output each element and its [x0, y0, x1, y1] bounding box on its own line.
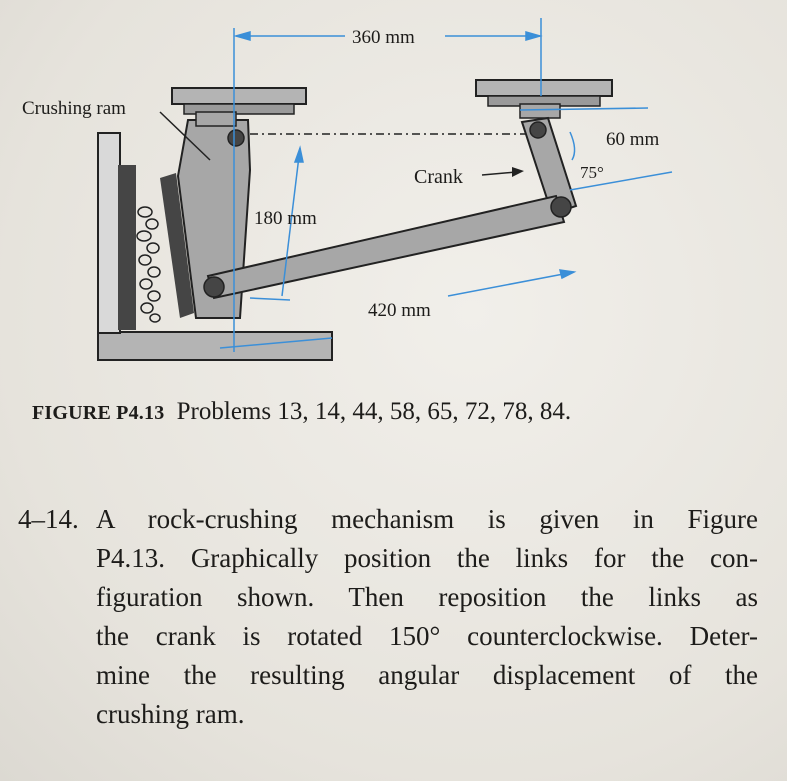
pins [203, 121, 572, 298]
fixed-jaw [118, 165, 136, 330]
base-plate [97, 331, 333, 361]
crushing-ram [176, 119, 252, 319]
problem-statement: 4–14. A rock-crushing mechanism is given… [18, 500, 758, 734]
label-75deg: 75° [580, 163, 604, 182]
label-360mm: 360 mm [352, 27, 415, 48]
figure-caption-text: Problems 13, 14, 44, 58, 65, 72, 78, 84. [176, 398, 572, 425]
left-wall [97, 132, 121, 334]
label-crushing-ram: Crushing ram [22, 98, 126, 119]
label-420mm: 420 mm [368, 300, 431, 321]
rocks [136, 206, 161, 323]
problem-number: 4–14. [18, 504, 79, 534]
label-crank: Crank [414, 166, 463, 188]
label-180mm: 180 mm [254, 208, 317, 229]
figure-caption: FIGURE P4.13 Problems 13, 14, 44, 58, 65… [32, 398, 752, 426]
problem-line: mine the resulting angular displacement … [96, 660, 758, 690]
problem-text: A rock-crushing mechanism is given in Fi… [96, 500, 758, 734]
left-top-mount [171, 87, 307, 127]
dimension-lines [219, 18, 673, 352]
moving-jaw [160, 173, 194, 318]
problem-line: crushing ram. [96, 699, 245, 729]
problem-line: A rock-crushing mechanism is given in Fi… [96, 504, 758, 534]
ram-leader [159, 111, 211, 161]
problem-line: the crank is rotated 150° counterclockwi… [96, 621, 758, 651]
figure-number: FIGURE P4.13 [32, 402, 165, 424]
right-top-mount [475, 79, 613, 119]
mechanism-figure: Crushing ram 360 mm 180 mm 420 mm 60 mm … [22, 18, 673, 361]
problem-line: figuration shown. Then reposition the li… [96, 582, 758, 612]
label-60mm: 60 mm [606, 129, 660, 150]
crank-leader [481, 171, 517, 176]
crank-link [520, 116, 578, 216]
problem-line: P4.13. Graphically position the links fo… [96, 543, 758, 573]
crank-arrowhead [512, 167, 524, 177]
